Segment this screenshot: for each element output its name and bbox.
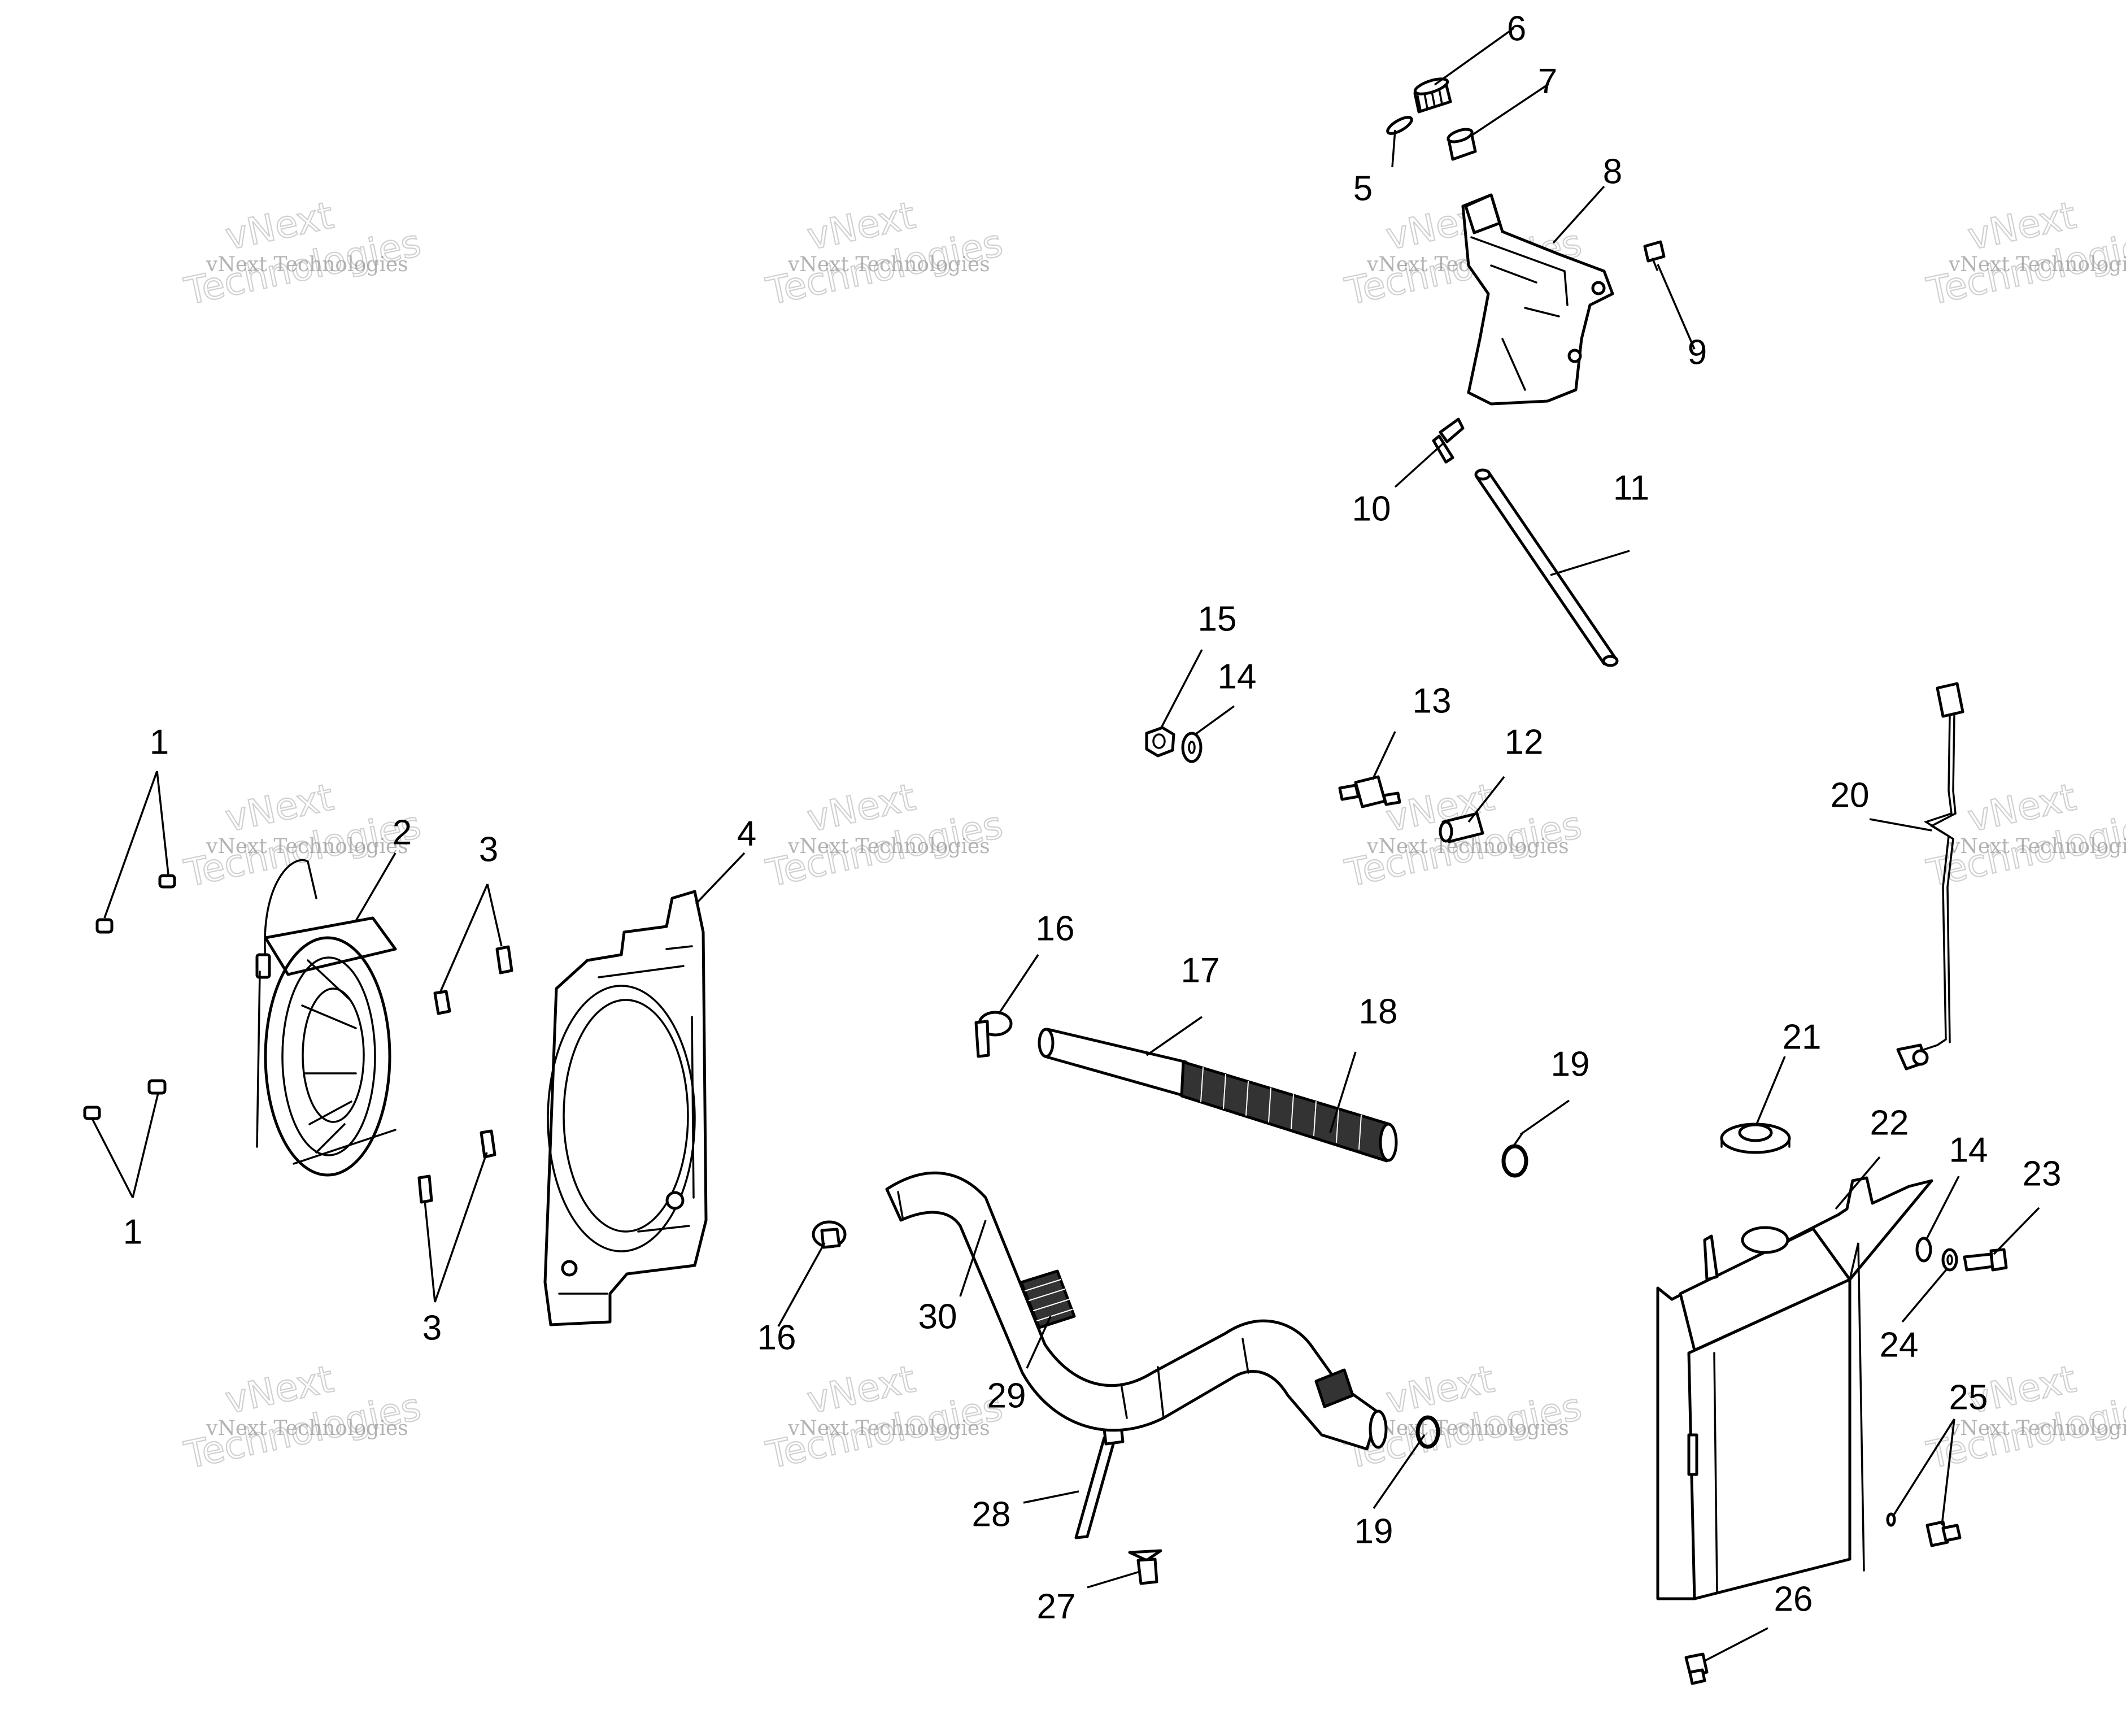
part-hose-corrugated-section xyxy=(1020,1269,1354,1408)
part-overflow-tube xyxy=(1474,468,1619,667)
callout-16: 16 xyxy=(1036,909,1075,948)
watermark: vNext Technologies xyxy=(1923,775,2126,896)
callout-5: 5 xyxy=(1353,169,1373,208)
callout-labels: 1 1 2 3 3 4 5 6 7 8 9 10 11 12 13 14 14 … xyxy=(123,9,2062,1626)
callout-8: 8 xyxy=(1603,152,1622,191)
callout-6: 6 xyxy=(1507,9,1526,48)
watermark-small: vNext Technologies xyxy=(1948,1417,2126,1440)
callout-25: 25 xyxy=(1949,1378,1988,1417)
part-cable-tie xyxy=(1074,1425,1125,1539)
callout-30: 30 xyxy=(918,1297,957,1336)
part-fan-shroud xyxy=(543,890,708,1326)
watermark: vNext Technologies xyxy=(1923,193,2126,314)
callout-14: 14 xyxy=(1949,1130,1988,1169)
part-spring-clamp-upper xyxy=(1501,1132,1528,1178)
part-coolant-hose-lower xyxy=(885,1171,1388,1451)
watermark: vNext Technologies xyxy=(1923,1356,2126,1478)
part-hose-clamp-lower xyxy=(812,1220,847,1249)
callout-1: 1 xyxy=(123,1212,142,1251)
part-fan-assembly xyxy=(255,859,397,1177)
callout-14: 14 xyxy=(1218,657,1257,696)
callout-2: 2 xyxy=(393,813,412,852)
callout-18: 18 xyxy=(1359,992,1398,1031)
watermark: vNext Technologies xyxy=(180,1356,425,1478)
watermark-small: vNext Technologies xyxy=(787,253,990,276)
watermark-small: vNext Technologies xyxy=(206,1417,408,1440)
callout-24: 24 xyxy=(1880,1325,1919,1364)
callout-23: 23 xyxy=(2023,1154,2062,1193)
part-coolant-hose-corrugated xyxy=(1180,1060,1398,1163)
callout-27: 27 xyxy=(1037,1587,1076,1626)
watermark-small: vNext Technologies xyxy=(1948,253,2126,276)
watermark-small: vNext Technologies xyxy=(1948,835,2126,858)
callout-7: 7 xyxy=(1538,62,1557,101)
callout-16: 16 xyxy=(757,1318,796,1357)
leader-lines xyxy=(90,27,2040,1662)
watermark-small: vNext Technologies xyxy=(787,1417,990,1440)
callout-1: 1 xyxy=(150,723,169,762)
part-fan-clips xyxy=(417,945,513,1204)
callout-20: 20 xyxy=(1831,776,1870,815)
part-push-rivet xyxy=(1128,1549,1162,1585)
part-washer-upper xyxy=(1181,732,1203,763)
watermark-small: vNext Technologies xyxy=(206,835,408,858)
callout-13: 13 xyxy=(1413,681,1452,720)
part-coolant-hose-upper xyxy=(1038,1028,1188,1098)
watermark: vNext Technologies xyxy=(180,775,425,896)
callout-3: 3 xyxy=(422,1308,442,1347)
part-coolant-reservoir xyxy=(1461,193,1614,406)
part-radiator-cap xyxy=(1720,1122,1791,1154)
part-drain-plug xyxy=(1886,1512,1962,1547)
part-cap-adapter xyxy=(1447,128,1477,161)
part-o-ring xyxy=(1386,116,1413,135)
watermark-small: vNext Technologies xyxy=(787,835,990,858)
callout-21: 21 xyxy=(1783,1017,1822,1056)
part-fitting xyxy=(1432,417,1465,464)
part-fan-screws xyxy=(83,874,176,1120)
callout-17: 17 xyxy=(1181,951,1220,990)
part-hose-connector xyxy=(1439,812,1484,843)
part-bottom-plug xyxy=(1684,1652,1709,1685)
watermark-small: vNext Technologies xyxy=(1366,835,1569,858)
part-bushing xyxy=(1338,775,1401,808)
part-overflow-cap xyxy=(1413,77,1452,114)
callout-12: 12 xyxy=(1505,723,1544,762)
callout-28: 28 xyxy=(972,1495,1011,1534)
callout-3: 3 xyxy=(479,830,498,869)
watermark-small: vNext Technologies xyxy=(206,253,408,276)
watermark: vNext Technologies xyxy=(180,193,425,314)
callout-9: 9 xyxy=(1688,333,1707,372)
watermark: vNext Technologies xyxy=(762,775,1007,896)
part-nut xyxy=(1145,726,1175,758)
callout-22: 22 xyxy=(1870,1103,1909,1142)
callout-10: 10 xyxy=(1352,489,1391,528)
watermark: vNext Technologies xyxy=(762,1356,1007,1478)
callout-29: 29 xyxy=(987,1376,1026,1415)
watermark: vNext Technologies xyxy=(762,193,1007,314)
callout-19: 19 xyxy=(1354,1512,1393,1551)
part-washer-lower xyxy=(1915,1237,1932,1263)
part-temperature-sensor-wire xyxy=(1896,682,1964,1071)
watermark-small: vNext Technologies xyxy=(1366,1417,1569,1440)
callout-19: 19 xyxy=(1551,1045,1590,1084)
part-bolt xyxy=(1963,1248,2008,1272)
part-radiator xyxy=(1656,1176,1933,1600)
callout-15: 15 xyxy=(1198,599,1237,638)
callout-11: 11 xyxy=(1613,468,1649,507)
part-reservoir-screw xyxy=(1643,240,1666,271)
callout-4: 4 xyxy=(737,814,756,853)
part-hose-clamp-upper xyxy=(974,1011,1013,1058)
part-spring-clamp-lower xyxy=(1415,1415,1440,1449)
callout-26: 26 xyxy=(1774,1580,1813,1618)
part-lock-washer xyxy=(1941,1248,1958,1272)
